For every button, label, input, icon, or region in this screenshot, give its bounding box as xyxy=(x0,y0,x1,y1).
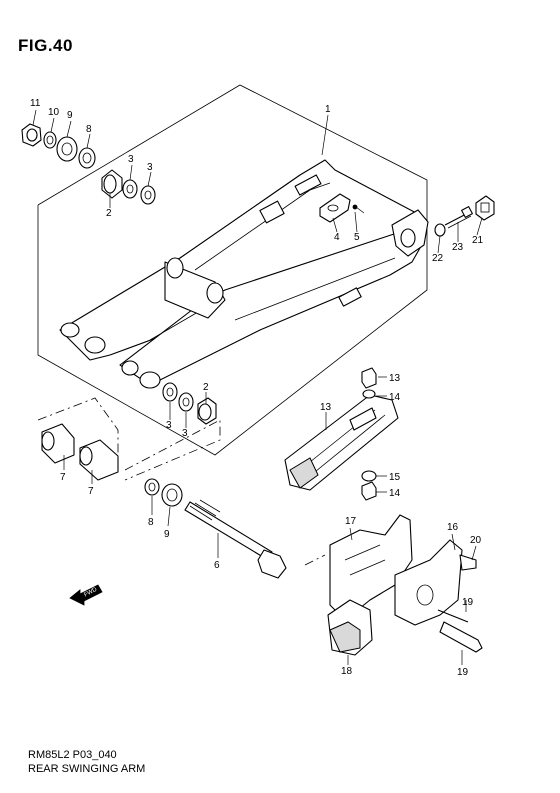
chain-adjuster-plate xyxy=(319,193,365,223)
callout-9: 9 xyxy=(67,110,73,121)
caliper-guard-assembly xyxy=(327,514,483,656)
callout-8: 8 xyxy=(148,517,154,528)
callout-23: 23 xyxy=(452,242,464,253)
callout-numbers: 11 10 9 8 1 3 3 2 4 5 22 23 21 13 2 14 1… xyxy=(30,98,484,678)
leader-lines xyxy=(32,109,483,665)
callout-20: 20 xyxy=(470,535,482,546)
callout-10: 10 xyxy=(48,107,60,118)
figure-code: RM85L2 P03_040 xyxy=(28,749,117,761)
callout-14: 14 xyxy=(389,392,401,403)
callout-5: 5 xyxy=(354,232,360,243)
chain-slider xyxy=(284,394,399,491)
pivot-collars xyxy=(41,423,119,481)
callout-16: 17 xyxy=(345,516,357,527)
pivot-washers-lower xyxy=(144,478,183,507)
callout-2: 2 xyxy=(106,208,112,219)
callout-7: 7 xyxy=(88,486,94,497)
callout-18: 19 xyxy=(462,597,474,608)
callout-11: 11 xyxy=(30,98,41,109)
callout-19: 19 xyxy=(457,667,469,678)
pivot-hardware-top xyxy=(21,123,96,169)
callout-8: 8 xyxy=(86,124,92,135)
callout-13: 14 xyxy=(389,488,401,499)
callout-13: 13 xyxy=(389,373,401,384)
callout-12: 13 xyxy=(320,402,332,413)
callout-3: 3 xyxy=(128,154,134,165)
callout-4: 4 xyxy=(334,232,340,243)
assembly-centerlines xyxy=(37,397,326,566)
callout-21: 21 xyxy=(472,235,484,246)
pivot-shaft xyxy=(184,499,287,579)
callout-15: 16 xyxy=(447,522,459,533)
callout-22: 22 xyxy=(432,253,444,264)
callout-9: 9 xyxy=(164,529,170,540)
assembly-outline xyxy=(37,84,428,456)
fwd-arrow-icon: FWD xyxy=(69,584,103,606)
figure-name: REAR SWINGING ARM xyxy=(28,763,146,775)
callout-7: 7 xyxy=(60,472,66,483)
callout-3: 3 xyxy=(182,428,188,439)
upper-bushings xyxy=(101,169,156,205)
callout-3: 3 xyxy=(147,162,153,173)
slider-fasteners xyxy=(361,367,377,501)
callout-6: 6 xyxy=(214,560,220,571)
callout-2: 2 xyxy=(203,382,209,393)
callout-14: 15 xyxy=(389,472,401,483)
callout-1: 1 xyxy=(325,104,331,115)
callout-17: 18 xyxy=(341,666,353,677)
lower-bushings xyxy=(162,382,217,425)
figure-title: FIG.40 xyxy=(18,36,73,55)
callout-3: 3 xyxy=(166,420,172,431)
axle-adjuster-parts xyxy=(434,195,495,237)
